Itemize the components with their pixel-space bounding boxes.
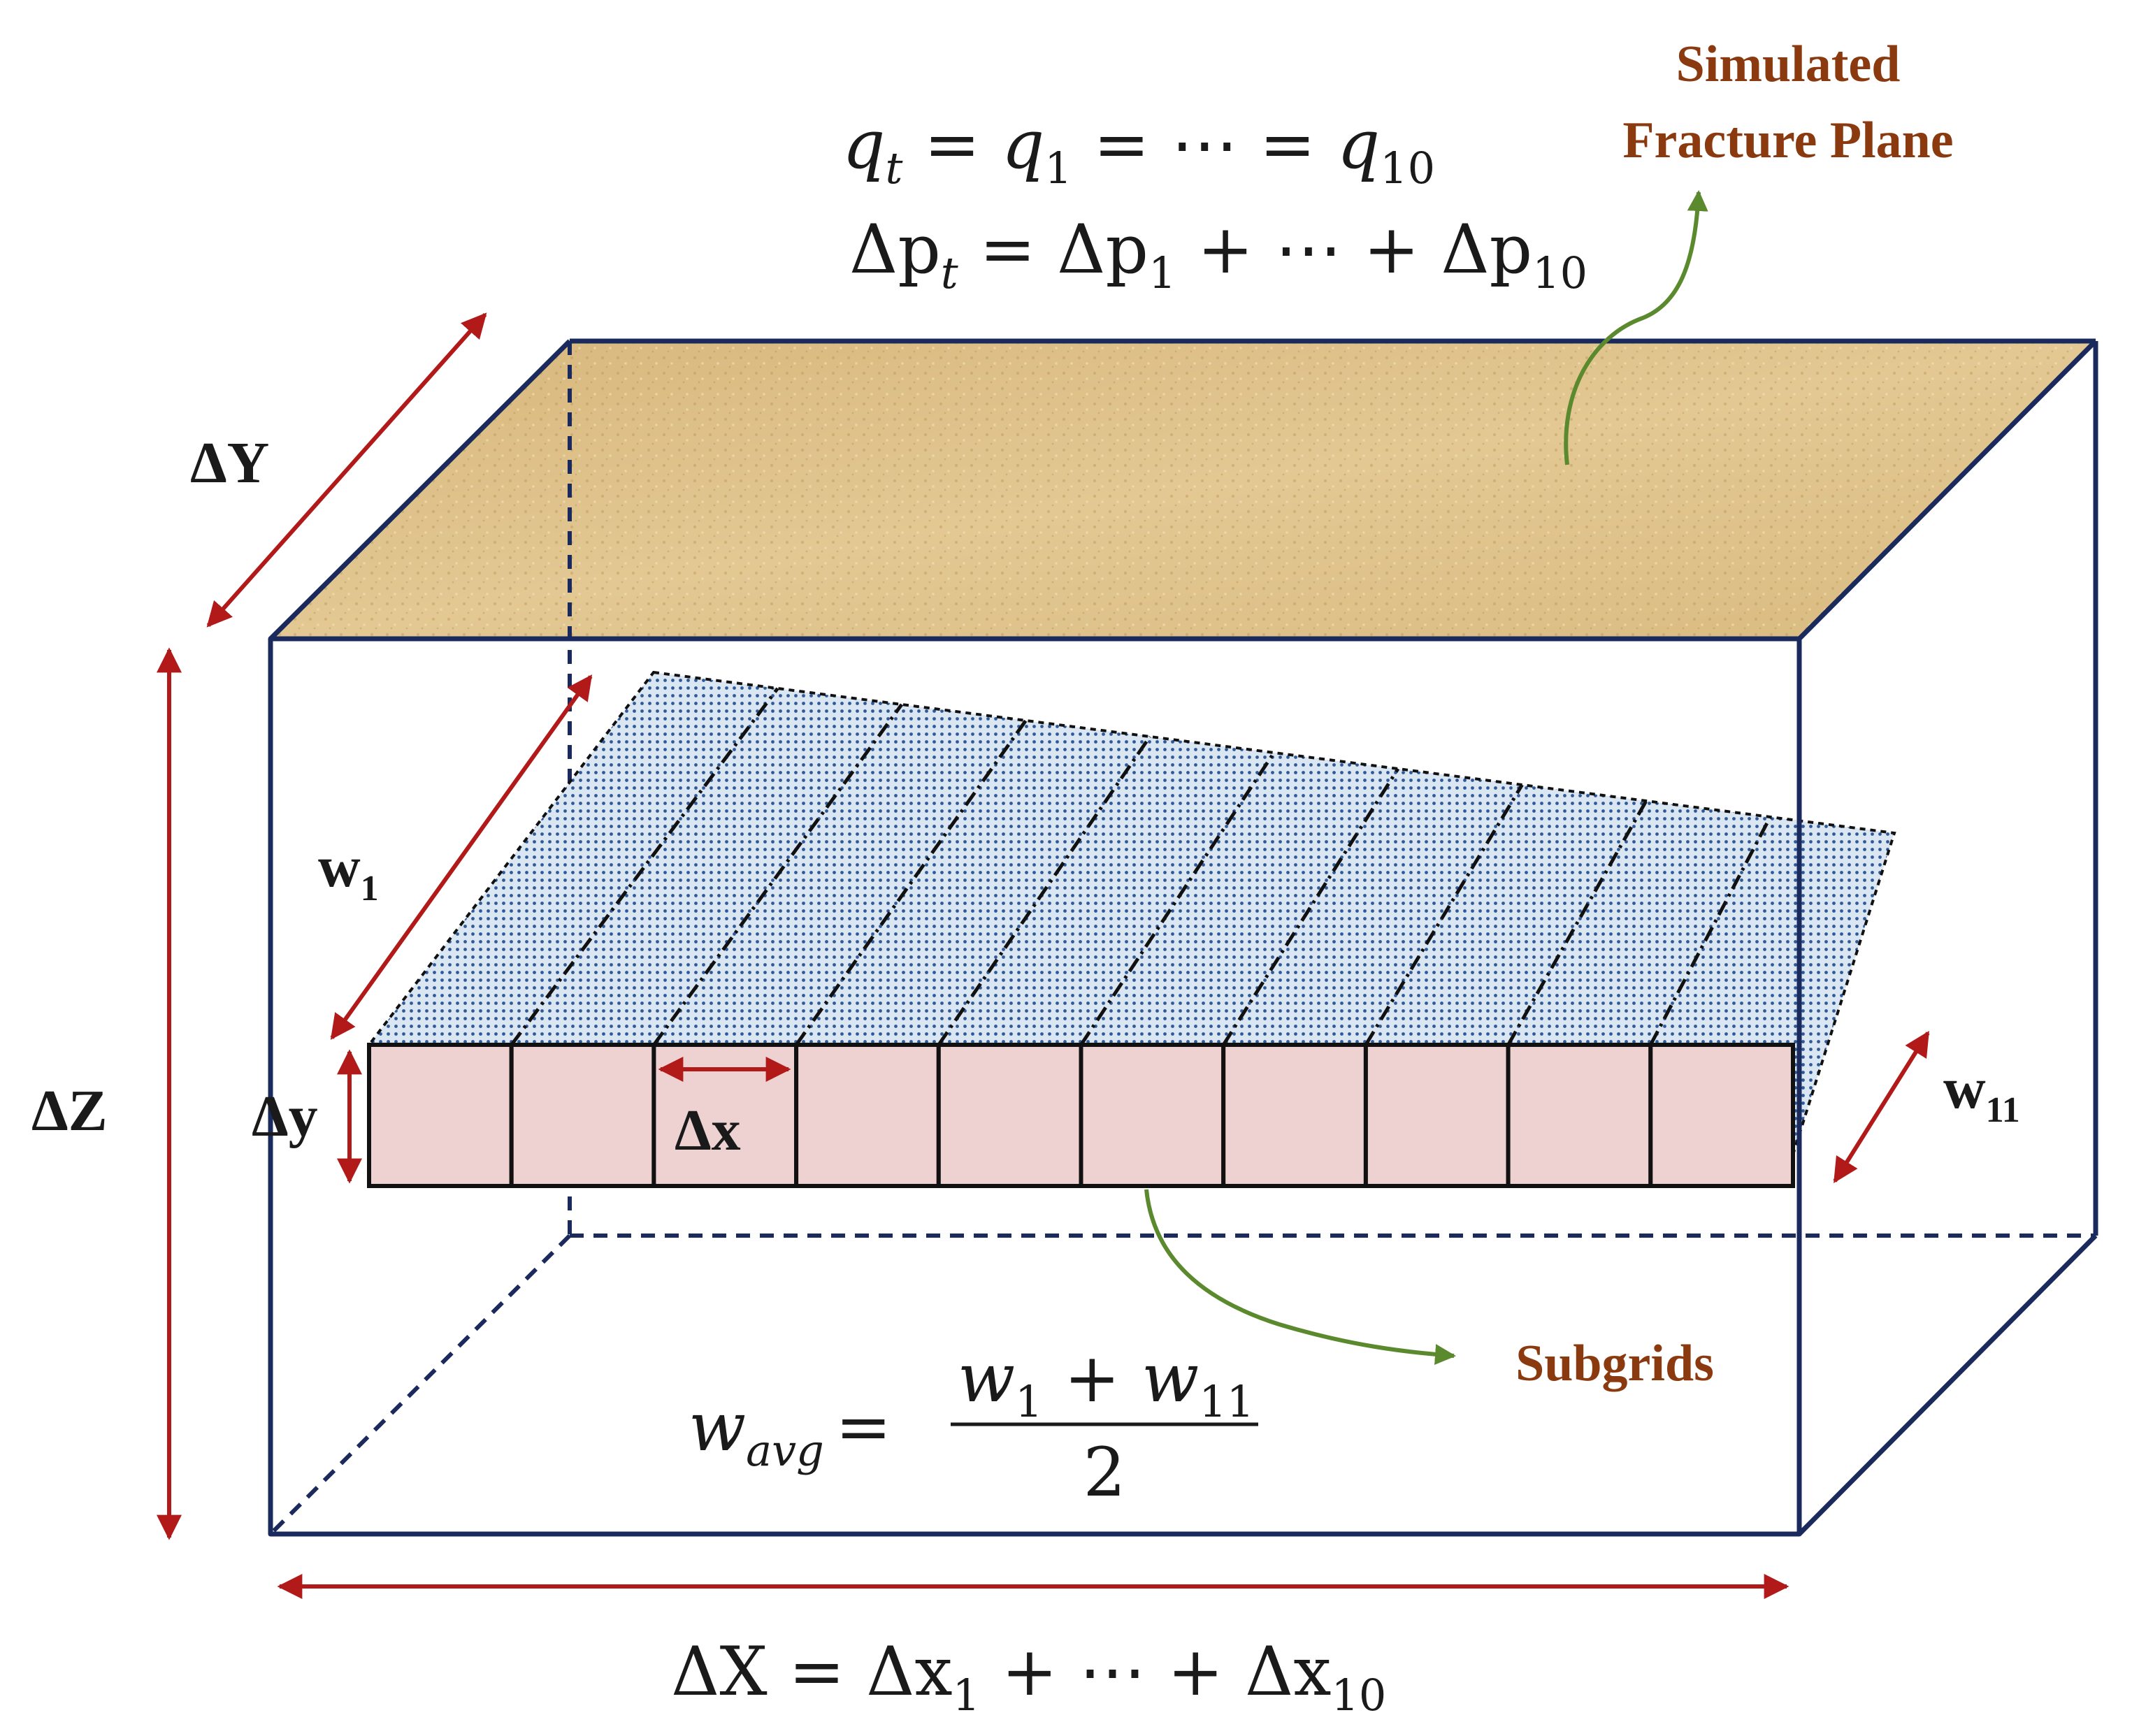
subgrids-label: Subgrids — [1515, 1335, 1714, 1392]
fracture-divider-line — [937, 735, 1152, 1046]
pressure-equation: Δpt = Δp1 + ⋯ + Δp10 — [849, 210, 1587, 298]
fracture-divider-line — [652, 703, 904, 1046]
subgrid-cell — [1363, 1043, 1511, 1188]
subgrid-cell — [936, 1043, 1083, 1188]
fracture-plane-callout-arrow — [1564, 190, 1708, 465]
subgrid-row — [367, 1043, 1796, 1188]
fracture-divider-line — [1506, 800, 1648, 1046]
w1-label: w1 — [318, 834, 379, 909]
visible-edges — [268, 338, 2098, 1537]
svg-text:=: = — [835, 1388, 891, 1466]
subgrid-cell — [367, 1043, 514, 1188]
w1-base: w — [318, 834, 361, 899]
dx-label: Δx — [675, 1098, 741, 1163]
fracture-divider-line — [1364, 783, 1524, 1046]
fracture-subgrid-lines — [510, 687, 1772, 1046]
w11-base: w — [1943, 1056, 1986, 1121]
w1-arrow — [330, 674, 593, 1040]
dy-label: Δy — [252, 1084, 318, 1149]
dY-label: ΔY — [190, 431, 269, 496]
subgrid-cell — [794, 1043, 941, 1188]
w11-label: w11 — [1943, 1056, 2020, 1130]
subgrid-cell — [1079, 1043, 1226, 1188]
fracture-divider-line — [795, 719, 1028, 1046]
flow-equation: qt = q1 = ⋯ = q10 — [842, 106, 1435, 194]
dimension-arrows — [157, 312, 1930, 1599]
svg-text:wavg: wavg — [689, 1388, 824, 1476]
fracture-divider-line — [1222, 767, 1400, 1046]
dZ-label: ΔZ — [31, 1078, 108, 1143]
dY-arrow — [206, 312, 487, 628]
svg-text:2: 2 — [1083, 1433, 1125, 1512]
w11-sub: 11 — [1986, 1090, 2020, 1130]
avg-width-equation: wavg = w1 + w11 2 — [689, 1339, 1258, 1512]
length-equation: ΔX = Δx1 + ⋯ + Δx10 — [671, 1633, 1386, 1721]
svg-text:w1 + w11: w1 + w11 — [958, 1339, 1254, 1427]
fracture-divider-line — [1649, 816, 1772, 1046]
subgrid-cell — [1221, 1043, 1368, 1188]
subgrid-cell — [1506, 1043, 1653, 1188]
w11-arrow — [1833, 1030, 1930, 1184]
simulated-label: Simulated — [1676, 36, 1901, 93]
subgrids-callout-arrow — [1144, 1189, 1456, 1366]
fracture-plane-label: Fracture Plane — [1622, 112, 1953, 169]
subgrid-cell — [509, 1043, 656, 1188]
subgrid-cell — [1648, 1043, 1796, 1188]
w1-sub: 1 — [361, 869, 379, 909]
top-face-texture — [271, 341, 2096, 639]
